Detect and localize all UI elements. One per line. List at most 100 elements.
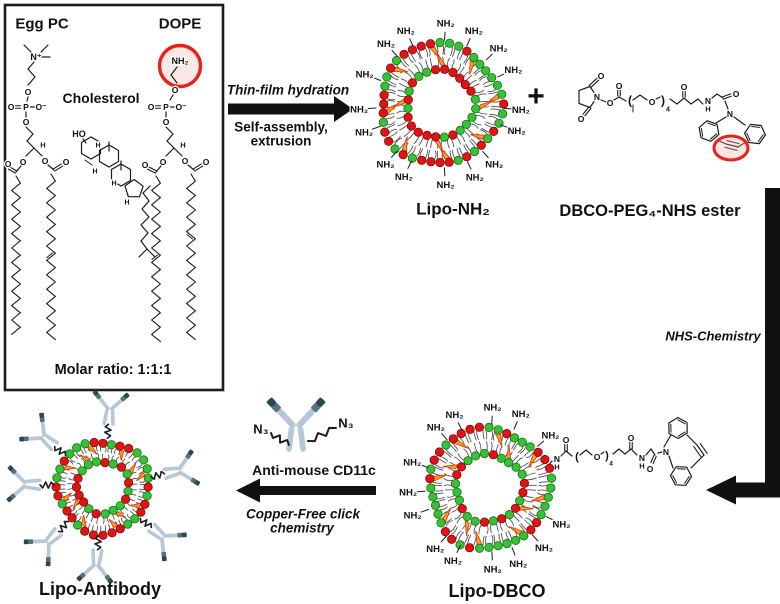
svg-text:H: H bbox=[705, 105, 710, 114]
svg-text:H: H bbox=[180, 141, 185, 150]
nhs-chemistry-label: NHS-Chemistry bbox=[665, 328, 761, 344]
svg-text:NH₂: NH₂ bbox=[404, 510, 422, 521]
svg-text:H: H bbox=[124, 200, 129, 207]
svg-text:O: O bbox=[20, 157, 27, 167]
svg-text:4: 4 bbox=[666, 107, 670, 114]
svg-text:NH₂: NH₂ bbox=[403, 458, 421, 469]
svg-text:NH₂: NH₂ bbox=[465, 26, 483, 37]
free-antibody bbox=[266, 397, 337, 452]
svg-text:O: O bbox=[5, 159, 12, 169]
cholesterol-label: Cholesterol bbox=[62, 90, 140, 106]
lipo-dbco-label: Lipo-DBCO bbox=[448, 581, 546, 601]
svg-text:O: O bbox=[578, 114, 585, 124]
svg-text:P: P bbox=[163, 102, 169, 112]
chemistry-label: chemistry bbox=[270, 520, 334, 536]
svg-text:NH₂: NH₂ bbox=[512, 105, 530, 116]
svg-text:NH₂: NH₂ bbox=[444, 556, 462, 567]
svg-text:O: O bbox=[598, 71, 605, 81]
thin-film-hydration-label: Thin-film hydration bbox=[226, 82, 350, 98]
azide-left-label: N₃ bbox=[253, 421, 269, 437]
svg-text:H: H bbox=[40, 141, 45, 150]
svg-text:O: O bbox=[647, 464, 654, 474]
svg-text:NH₂: NH₂ bbox=[535, 543, 553, 554]
svg-text:NH₂: NH₂ bbox=[399, 488, 417, 499]
svg-text:H: H bbox=[92, 169, 97, 176]
svg-text:N: N bbox=[554, 454, 560, 464]
svg-text:NH₂: NH₂ bbox=[484, 402, 502, 413]
svg-text:H: H bbox=[639, 462, 644, 471]
svg-text:NH₂: NH₂ bbox=[426, 544, 444, 555]
svg-text:N: N bbox=[727, 109, 733, 119]
svg-text:NH₂: NH₂ bbox=[508, 126, 526, 137]
svg-text:NH₂: NH₂ bbox=[395, 172, 413, 183]
self-assembly-label: Self-assembly, bbox=[234, 119, 328, 135]
svg-text:N: N bbox=[663, 447, 669, 457]
svg-text:O: O bbox=[182, 156, 189, 166]
nhs-chemistry-arrow bbox=[706, 188, 780, 505]
svg-text:O: O bbox=[8, 102, 15, 112]
svg-text:NH₂: NH₂ bbox=[466, 173, 484, 184]
svg-text:P: P bbox=[23, 102, 29, 112]
lipo-antibody-label: Lipo-Antibody bbox=[39, 579, 161, 599]
svg-text:O: O bbox=[649, 97, 656, 107]
svg-text:O: O bbox=[594, 452, 601, 462]
svg-text:O: O bbox=[160, 157, 167, 167]
svg-text:NH₂: NH₂ bbox=[397, 26, 415, 37]
svg-text:H: H bbox=[111, 181, 116, 188]
svg-text:NH₂: NH₂ bbox=[437, 180, 455, 191]
svg-text:NH₂: NH₂ bbox=[427, 422, 445, 433]
anti-mouse-cd11c-label: Anti-mouse CD11c bbox=[252, 462, 376, 478]
egg-pc-label: Egg PC bbox=[15, 15, 69, 33]
svg-text:NH₂: NH₂ bbox=[485, 160, 503, 171]
svg-text:NH₂: NH₂ bbox=[490, 44, 508, 55]
svg-text:NH₂: NH₂ bbox=[356, 70, 374, 81]
svg-text:(: ( bbox=[628, 93, 632, 107]
svg-text:NH₂: NH₂ bbox=[437, 19, 455, 30]
svg-text:O: O bbox=[142, 160, 149, 170]
svg-text:O: O bbox=[25, 87, 32, 97]
svg-text:NH₂: NH₂ bbox=[552, 520, 570, 531]
svg-text:NH₂: NH₂ bbox=[541, 431, 559, 442]
svg-text:O: O bbox=[203, 157, 210, 167]
svg-text:O⁻: O⁻ bbox=[35, 102, 47, 112]
svg-text:O: O bbox=[63, 157, 70, 167]
svg-text:): ) bbox=[661, 93, 665, 107]
svg-text:O: O bbox=[681, 82, 688, 92]
svg-text:NH₂: NH₂ bbox=[512, 409, 530, 420]
svg-text:H: H bbox=[554, 463, 559, 472]
azide-right-label: N₃ bbox=[338, 415, 354, 431]
svg-text:N⁺: N⁺ bbox=[30, 52, 41, 62]
extrusion-label: extrusion bbox=[250, 133, 312, 149]
molar-ratio-label: Molar ratio: 1:1:1 bbox=[54, 361, 172, 378]
svg-text:O: O bbox=[148, 102, 155, 112]
svg-text:(: ( bbox=[575, 451, 579, 463]
svg-text:N: N bbox=[639, 453, 645, 463]
lipo-antibody-liposome bbox=[6, 389, 201, 585]
svg-text:NH₂: NH₂ bbox=[377, 159, 395, 170]
lipo-nh2-liposome: NH₂NH₂NH₂NH₂NH₂NH₂NH₂NH₂NH₂NH₂NH₂NH₂NH₂N… bbox=[349, 17, 531, 192]
svg-text:H: H bbox=[95, 143, 100, 150]
lipo-dbco-liposome: NH₂NH₂NH₂NH₂NH₂NH₂NH₂NH₂NH₂NH₂NH₂NH₂NH₂N… bbox=[398, 401, 572, 576]
svg-text:O: O bbox=[628, 433, 635, 443]
svg-text:NH₂: NH₂ bbox=[504, 65, 522, 76]
dope-label: DOPE bbox=[158, 15, 202, 33]
svg-text:NH₂: NH₂ bbox=[484, 564, 502, 575]
svg-text:O⁻: O⁻ bbox=[175, 102, 187, 112]
plus-sign: + bbox=[527, 80, 545, 113]
svg-text:N: N bbox=[705, 96, 711, 106]
svg-text:NH₂: NH₂ bbox=[355, 128, 373, 139]
svg-text:NH₂: NH₂ bbox=[377, 39, 395, 50]
click-chemistry-arrow bbox=[236, 478, 376, 503]
thin-film-arrow bbox=[228, 96, 353, 122]
svg-text:O: O bbox=[163, 117, 170, 127]
svg-text:O: O bbox=[563, 435, 570, 445]
svg-text:NH₂: NH₂ bbox=[446, 410, 464, 421]
svg-text:O: O bbox=[42, 156, 49, 166]
svg-text:4: 4 bbox=[609, 460, 613, 467]
svg-text:NH₂: NH₂ bbox=[172, 56, 189, 66]
